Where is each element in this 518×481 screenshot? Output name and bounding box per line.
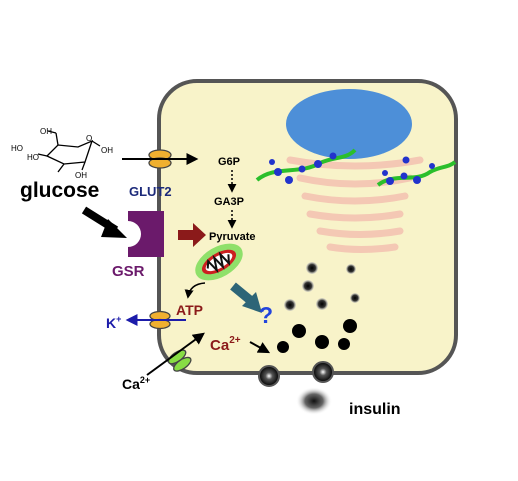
k-ion-label: K+ [106,314,121,331]
gsr-signal-arrow [178,223,206,247]
unknown-pathway-arrow [230,282,262,313]
o-ring-label: O [86,134,92,143]
pyruvate-label: Pyruvate [209,231,255,243]
ca-outside-label: Ca2+ [122,375,150,392]
nucleus [286,89,412,159]
oh-bottom-label: OH [75,171,87,180]
ca-inside-label: Ca2+ [210,335,241,354]
ga3p-label: GA3P [214,196,244,208]
ho-2-label: HO [27,153,39,162]
glucose-label: glucose [20,179,99,202]
exocytosis-sites [258,361,334,387]
ho-1-label: HO [11,144,23,153]
glucose-structure [37,130,101,173]
atp-label: ATP [176,302,203,318]
g6p-label: G6P [218,156,240,168]
oh-top-label: OH [40,127,52,136]
gsr-receptor [128,211,164,257]
glucose-atom-labels: OH HO HO O OH OH [11,127,113,180]
k-atp-channel [149,310,171,330]
insulin-label: insulin [349,401,401,418]
gsr-label: GSR [112,263,145,280]
insulin-granules [277,262,360,353]
er-right [376,160,457,187]
ribosomes [269,152,435,185]
mitochondrion [195,243,243,281]
ca-to-granule-arrow [249,341,271,354]
ca-influx-arrow [146,332,205,376]
oh-right-label: OH [101,146,113,155]
released-insulin [296,387,332,415]
glucose-to-gsr-arrow [81,206,127,238]
question-mark: ? [259,302,273,328]
ca-channel [167,349,192,372]
glut2-label: GLUT2 [129,184,172,199]
mito-to-atp-arrow [184,282,206,299]
